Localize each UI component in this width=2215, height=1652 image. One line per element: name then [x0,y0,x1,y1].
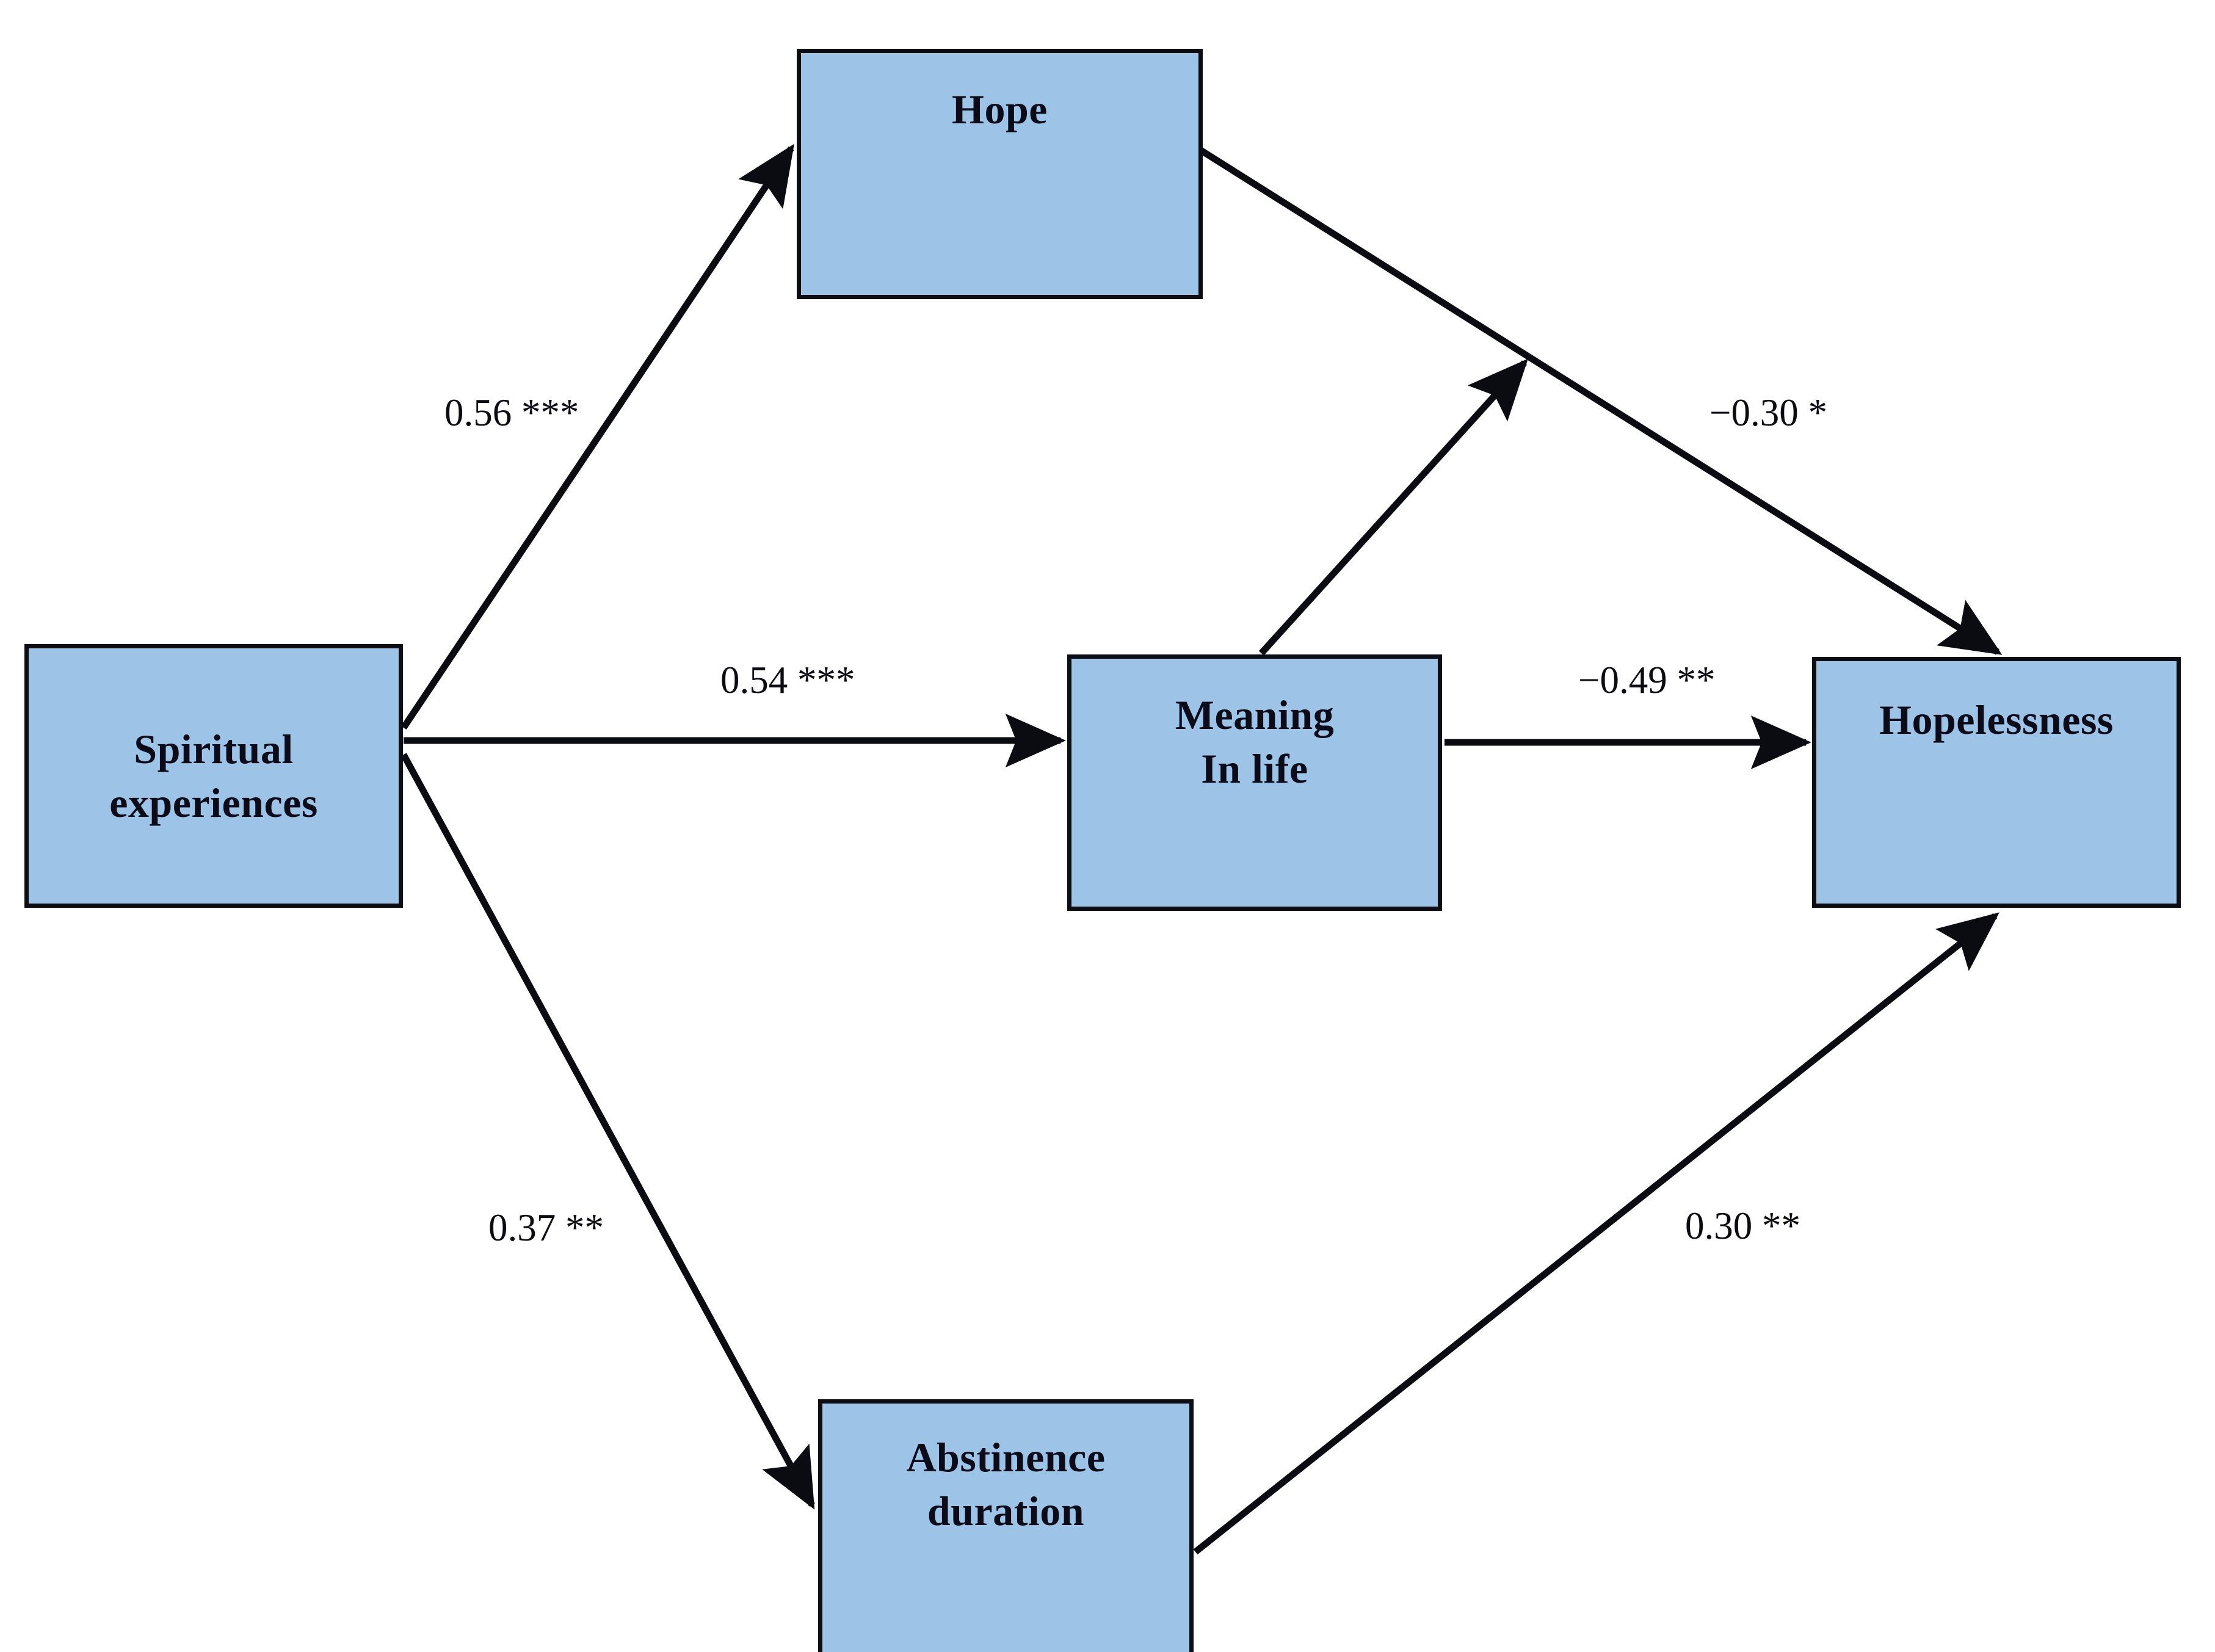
arrow-hope-to-hopelessness [1198,147,2003,655]
arrow-spiritual-to-hope [401,143,794,730]
path-label-meaning-to-hopelessness: −0.49 ** [1578,659,1716,701]
arrow-spiritual-to-abstinence [401,753,815,1510]
path-label-spiritual-to-meaning: 0.54 *** [720,659,855,701]
node-spiritual-experiences-label: Spiritual experiences [109,725,318,826]
path-label-spiritual-to-abstinence: 0.37 ** [488,1206,604,1249]
arrow-abstinence-to-hopelessness [1193,912,1999,1555]
node-abstinence-duration[interactable]: Abstinence duration [818,1399,1194,1652]
path-label-abstinence-to-hopelessness: 0.30 ** [1685,1205,1800,1247]
path-label-spiritual-to-hope: 0.56 *** [444,391,579,434]
node-meaning-in-life-label: Meaning In life [1175,692,1335,792]
node-spiritual-experiences[interactable]: Spiritual experiences [24,644,403,908]
node-abstinence-duration-label: Abstinence duration [906,1434,1106,1535]
node-hope-label: Hope [952,86,1048,132]
node-hopelessness[interactable]: Hopelessness [1812,657,2181,908]
arrow-meaning-moderation-to-hope-hopelessness-path [1258,358,1528,656]
node-meaning-in-life[interactable]: Meaning In life [1067,654,1442,911]
node-hopelessness-label: Hopelessness [1879,697,2114,743]
node-hope[interactable]: Hope [797,49,1203,299]
path-label-hope-to-hopelessness: −0.30 * [1709,391,1828,434]
